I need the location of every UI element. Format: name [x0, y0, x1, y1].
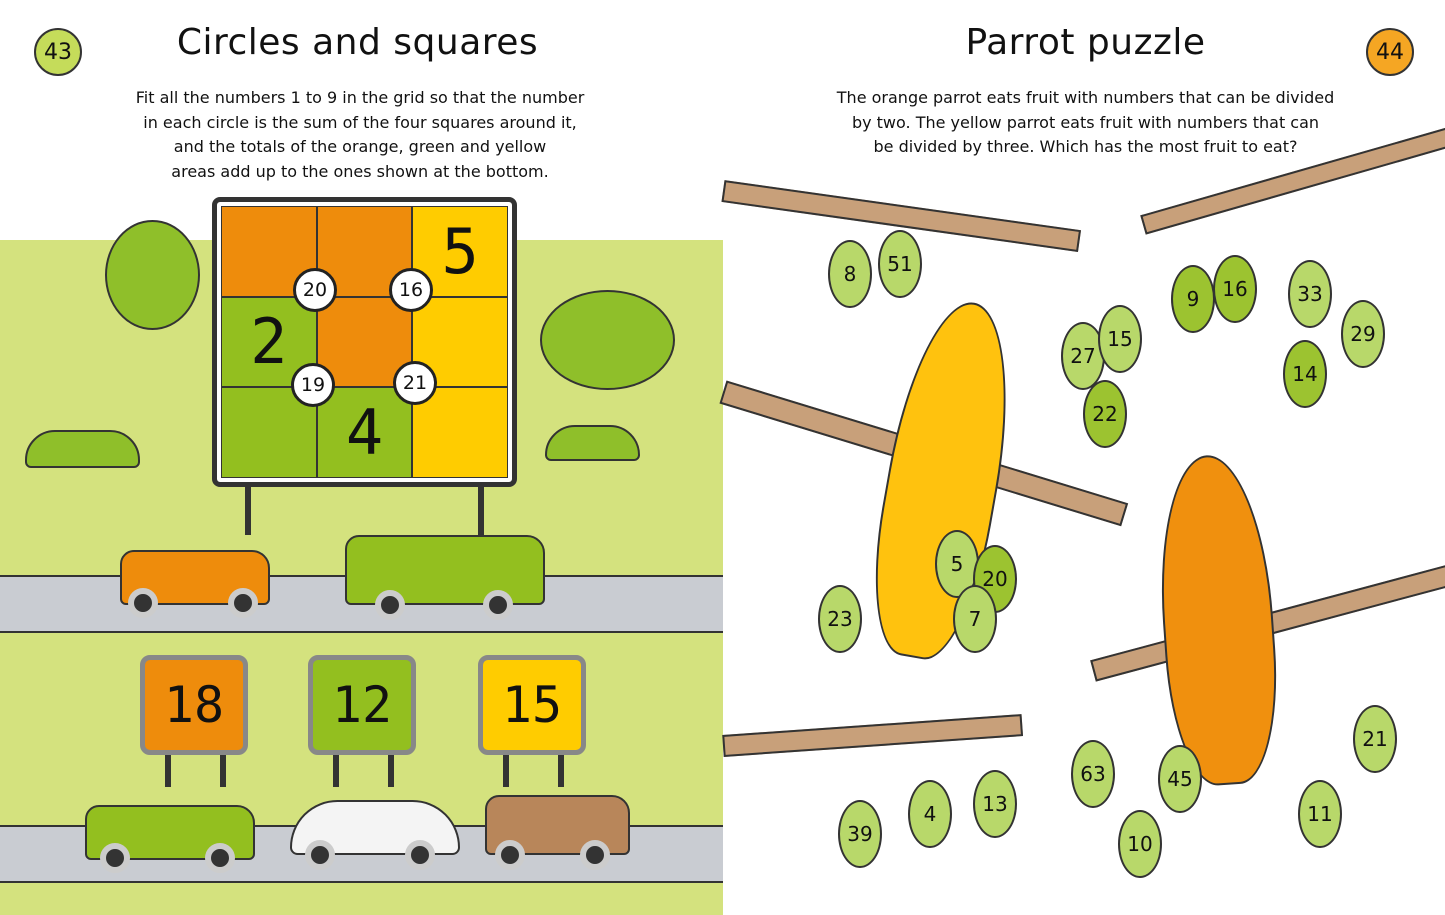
instruction-line: and the totals of the orange, green and …: [173, 137, 547, 156]
instruction-line: The orange parrot eats fruit with number…: [836, 88, 1335, 107]
tree-illustration: [540, 290, 675, 390]
fruit-16: 16: [1213, 255, 1257, 323]
bush-illustration: [25, 430, 140, 468]
instruction-line: be divided by three. Which has the most …: [873, 137, 1298, 156]
sum-circle: 16: [389, 268, 433, 312]
page-title: Circles and squares: [176, 22, 539, 63]
instruction-line: areas add up to the ones shown at the bo…: [171, 161, 549, 181]
fruit-27: 27: [1061, 322, 1105, 390]
fruit-13: 13: [973, 770, 1017, 838]
fruit-63: 63: [1071, 740, 1115, 808]
grid-cell: 4: [316, 387, 413, 478]
fruit-7: 7: [953, 585, 997, 653]
tree-illustration: [105, 220, 200, 330]
wheel: [580, 840, 610, 870]
grid-cell: 5: [412, 206, 508, 297]
page-number-badge: 43: [34, 28, 82, 76]
wheel: [405, 840, 435, 870]
instruction-line: by two. The yellow parrot eats fruit wit…: [851, 112, 1320, 132]
sum-circle: 20: [293, 268, 337, 312]
instructions: The orange parrot eats fruit with number…: [783, 86, 1388, 160]
sign-post: [333, 752, 339, 787]
branch: [722, 714, 1024, 757]
page-title: Parrot puzzle: [965, 22, 1206, 63]
sum-circle: 19: [291, 363, 335, 407]
sign-post: [165, 752, 171, 787]
sign-post: [245, 485, 251, 535]
wheel: [483, 590, 513, 620]
fruit-45: 45: [1158, 745, 1202, 813]
yellow-total-sign: 15: [478, 655, 586, 755]
fruit-8: 8: [828, 240, 872, 308]
wheel: [228, 588, 258, 618]
fruit-39: 39: [838, 800, 882, 868]
grid-cell: 2: [221, 296, 317, 388]
wheel: [375, 590, 405, 620]
orange-parrot-illustration: [1151, 451, 1285, 789]
sign-post: [388, 752, 394, 787]
instruction-line: in each circle is the sum of the four sq…: [143, 112, 577, 132]
bush-illustration: [545, 425, 640, 461]
fruit-22: 22: [1083, 380, 1127, 448]
fruit-29: 29: [1341, 300, 1385, 368]
van-illustration: [345, 535, 545, 605]
grid-cell: [412, 387, 508, 478]
wheel: [128, 588, 158, 618]
fruit-9: 9: [1171, 265, 1215, 333]
fruit-11: 11: [1298, 780, 1342, 848]
left-page: 43 Circles and squares Fit all the numbe…: [0, 22, 723, 915]
sign-post: [558, 752, 564, 787]
wheel: [305, 840, 335, 870]
wheel: [100, 843, 130, 873]
fruit-15: 15: [1098, 305, 1142, 373]
fruit-4: 4: [908, 780, 952, 848]
green-total-sign: 12: [308, 655, 416, 755]
instruction-line: Fit all the numbers 1 to 9 in the grid s…: [135, 88, 585, 107]
sign-post: [478, 485, 484, 535]
sum-circle: 21: [393, 361, 437, 405]
wheel: [205, 843, 235, 873]
fruit-14: 14: [1283, 340, 1327, 408]
fruit-21: 21: [1353, 705, 1397, 773]
sign-post: [220, 752, 226, 787]
instructions: Fit all the numbers 1 to 9 in the grid s…: [100, 86, 620, 184]
fruit-51: 51: [878, 230, 922, 298]
page-number-badge: 44: [1366, 28, 1414, 76]
fruit-10: 10: [1118, 810, 1162, 878]
wheel: [495, 840, 525, 870]
sign-post: [503, 752, 509, 787]
orange-total-sign: 18: [140, 655, 248, 755]
fruit-33: 33: [1288, 260, 1332, 328]
fruit-23: 23: [818, 585, 862, 653]
